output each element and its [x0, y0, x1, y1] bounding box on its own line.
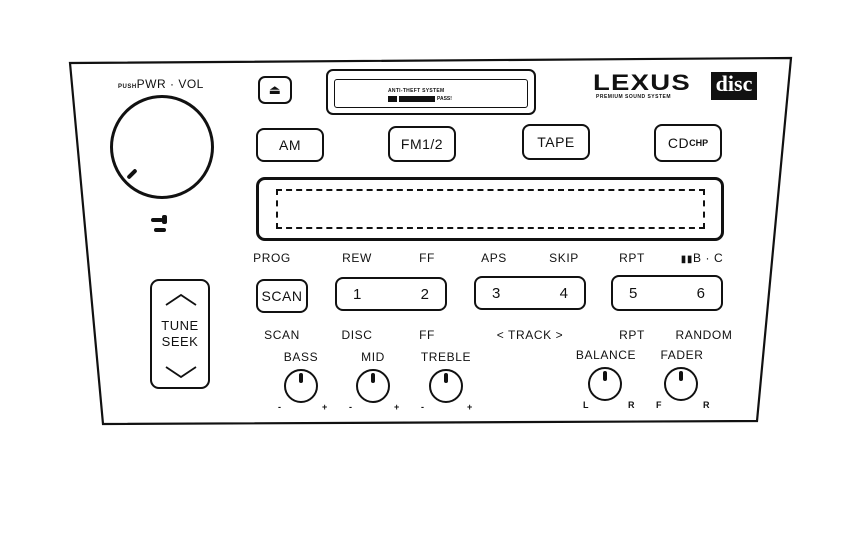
- mid-max: +: [394, 402, 400, 412]
- dolby-bc-label: ▮▮B · C: [680, 251, 724, 265]
- mid-label: MID: [361, 350, 385, 364]
- bass-knob[interactable]: [284, 369, 318, 403]
- preset-2-button[interactable]: 2: [420, 285, 429, 303]
- seek-label: SEEK: [161, 334, 199, 349]
- fader-rear: R: [703, 400, 710, 410]
- compact-disc-logo: disc: [711, 72, 757, 100]
- eject-icon: ⏏: [268, 82, 282, 97]
- am-button[interactable]: AM: [256, 128, 324, 162]
- scan-button[interactable]: SCAN: [256, 279, 308, 313]
- preset-rocker-3-4: 3 4: [474, 276, 586, 310]
- preset-3-button[interactable]: 3: [492, 284, 501, 302]
- push-label: PUSH: [118, 84, 137, 90]
- disc-label: DISC: [341, 328, 373, 342]
- chevron-up-icon[interactable]: [164, 293, 198, 307]
- power-volume-knob[interactable]: [110, 95, 214, 199]
- track-label: < TRACK >: [496, 328, 564, 342]
- bass-min: -: [278, 402, 281, 412]
- fader-label: FADER: [660, 348, 704, 362]
- treble-max: +: [467, 402, 473, 412]
- power-volume-label: PUSHPWR · VOL: [118, 77, 204, 91]
- prog-label: PROG: [253, 251, 291, 265]
- fader-knob[interactable]: [664, 367, 698, 401]
- treble-label: TREBLE: [420, 350, 472, 364]
- dolby-icon: ▮▮: [680, 254, 693, 265]
- balance-left: L: [583, 400, 589, 410]
- preset-5-button[interactable]: 5: [629, 284, 638, 302]
- premium-sound-tagline: PREMIUM SOUND SYSTEM: [596, 94, 672, 100]
- mid-knob[interactable]: [356, 369, 390, 403]
- main-display: [256, 177, 724, 241]
- aps-label: APS: [481, 251, 507, 265]
- tape-button[interactable]: TAPE: [522, 124, 590, 160]
- ff-label: FF: [419, 251, 435, 265]
- random-label: RANDOM: [675, 328, 733, 342]
- preset-rocker-1-2: 1 2: [335, 277, 447, 311]
- treble-knob[interactable]: [429, 369, 463, 403]
- chevron-down-icon[interactable]: [164, 365, 198, 379]
- ff-label-bottom: FF: [419, 328, 435, 342]
- anti-theft-indicator: PASS!: [388, 96, 452, 102]
- volume-indicator: [126, 168, 138, 180]
- balance-right: R: [628, 400, 635, 410]
- tape-slot: ANTI-THEFT SYSTEM PASS!: [326, 69, 536, 115]
- balance-label: BALANCE: [575, 348, 637, 362]
- scan-label: SCAN: [264, 328, 300, 342]
- eject-button[interactable]: ⏏: [258, 76, 292, 104]
- bass-max: +: [322, 402, 328, 412]
- tune-seek-rocker[interactable]: TUNE SEEK: [150, 279, 210, 389]
- balance-knob[interactable]: [588, 367, 622, 401]
- preset-1-button[interactable]: 1: [353, 285, 362, 303]
- display-window: [276, 189, 705, 229]
- treble-min: -: [421, 402, 424, 412]
- rew-label: REW: [342, 251, 372, 265]
- fm-button[interactable]: FM1/2: [388, 126, 456, 162]
- fader-front: F: [656, 400, 662, 410]
- skip-label: SKIP: [549, 251, 579, 265]
- preset-rocker-5-6: 5 6: [611, 275, 723, 311]
- lexus-logo: LEXUS: [593, 70, 691, 95]
- tune-label: TUNE: [161, 318, 199, 333]
- anti-theft-label: ANTI-THEFT SYSTEM: [388, 88, 445, 94]
- bass-label: BASS: [283, 350, 319, 364]
- rpt-label-top: RPT: [619, 251, 645, 265]
- preset-6-button[interactable]: 6: [696, 284, 705, 302]
- rpt-label-bottom: RPT: [619, 328, 645, 342]
- preset-4-button[interactable]: 4: [559, 284, 568, 302]
- mid-min: -: [349, 402, 352, 412]
